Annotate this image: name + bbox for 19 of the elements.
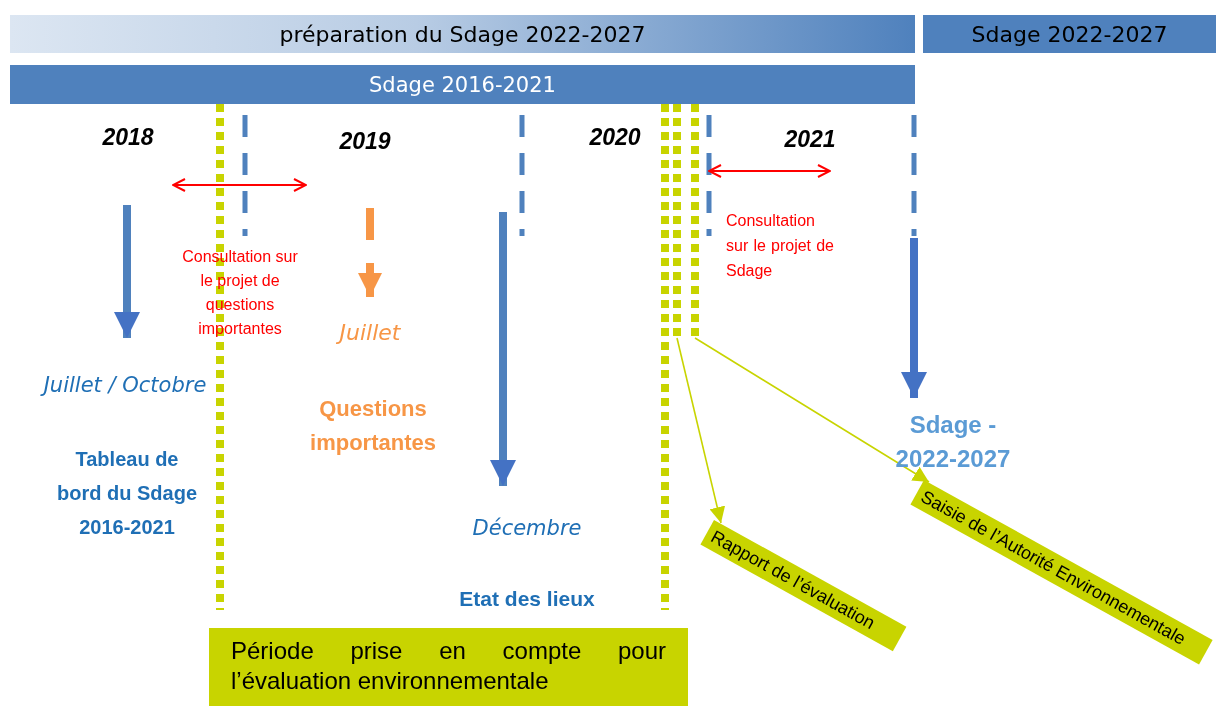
year-label: 2020: [588, 124, 642, 151]
year-label: 2021: [783, 126, 837, 153]
date-label: Juillet / Octobre: [20, 373, 230, 397]
milestone-label: Tableau de bord du Sdage 2016-2021: [56, 447, 198, 540]
milestone-label: Etat des lieux: [458, 587, 596, 611]
timeline-bar: Sdage 2016-2021: [10, 65, 915, 104]
arrow: [676, 337, 726, 524]
year-label: 2019: [338, 128, 392, 155]
arrow: [694, 337, 930, 483]
timeline-bar: Sdage 2022-2027: [923, 15, 1216, 53]
date-label: Décembre: [471, 516, 583, 540]
note-text: Consultation sur le projet de questions importantes: [181, 247, 299, 339]
note-text: Consultation sur le projet de Sdage: [726, 211, 834, 281]
date-label: Juillet: [320, 320, 420, 345]
year-label: 2018: [101, 124, 155, 151]
timeline-bar: préparation du Sdage 2022-2027: [10, 15, 915, 53]
period-box: Période prise en compte pour l’évaluation environnementale: [209, 628, 688, 706]
milestone-label: Questions importantes: [309, 395, 437, 457]
milestone-label: Sdage - 2022-2027: [894, 410, 1012, 474]
